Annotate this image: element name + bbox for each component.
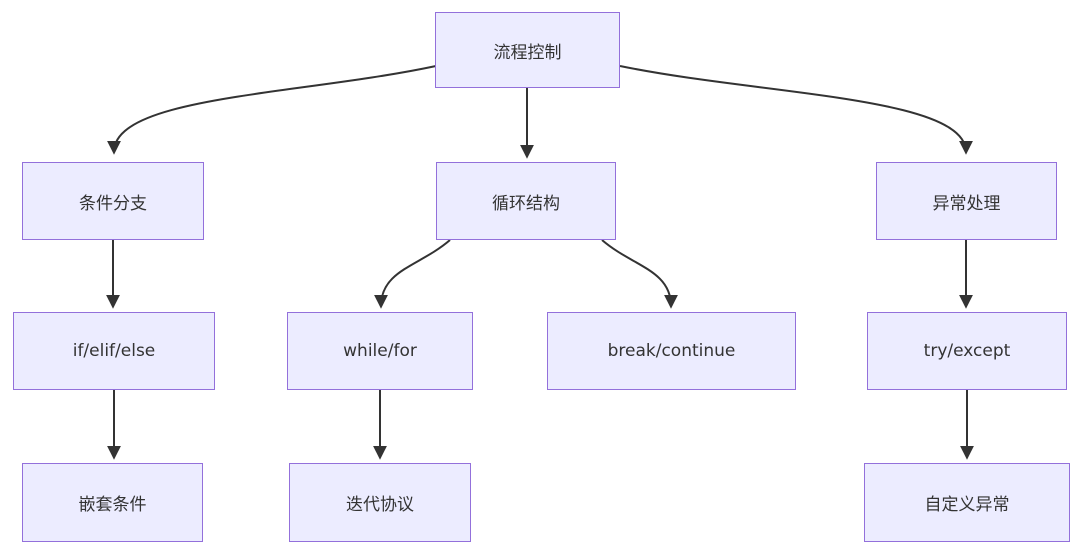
node-iteration-protocol: 迭代协议 <box>289 463 471 542</box>
node-while-for: while/for <box>287 312 473 390</box>
node-loop-structure: 循环结构 <box>436 162 616 240</box>
node-flow-control-label: 流程控制 <box>493 42 562 63</box>
node-while-for-label: while/for <box>343 341 417 361</box>
node-loop-structure-label: 循环结构 <box>492 193 560 214</box>
node-try-except: try/except <box>867 312 1067 390</box>
node-break-continue-label: break/continue <box>607 341 736 361</box>
node-conditional-branch: 条件分支 <box>22 162 204 240</box>
node-nested-condition-label: 嵌套条件 <box>78 495 147 515</box>
node-iteration-protocol-label: 迭代协议 <box>346 495 414 515</box>
node-if-elif-else-label: if/elif/else <box>72 341 156 361</box>
node-try-except-label: try/except <box>923 341 1011 361</box>
edge-flow-control-to-exception-handling <box>619 65 973 155</box>
edge-flow-control-to-conditional-branch <box>107 65 437 155</box>
node-exception-handling: 异常处理 <box>876 162 1057 240</box>
node-nested-condition: 嵌套条件 <box>22 463 203 542</box>
node-custom-exception: 自定义异常 <box>864 463 1070 542</box>
edge-loop-structure-to-while-for <box>374 239 451 309</box>
node-conditional-branch-label: 条件分支 <box>79 193 147 214</box>
node-exception-handling-label: 异常处理 <box>932 193 1001 214</box>
node-break-continue: break/continue <box>547 312 796 390</box>
node-flow-control: 流程控制 <box>435 12 620 88</box>
node-if-elif-else: if/elif/else <box>13 312 215 390</box>
node-custom-exception-label: 自定义异常 <box>924 495 1010 515</box>
edge-loop-structure-to-break-continue <box>601 239 678 309</box>
